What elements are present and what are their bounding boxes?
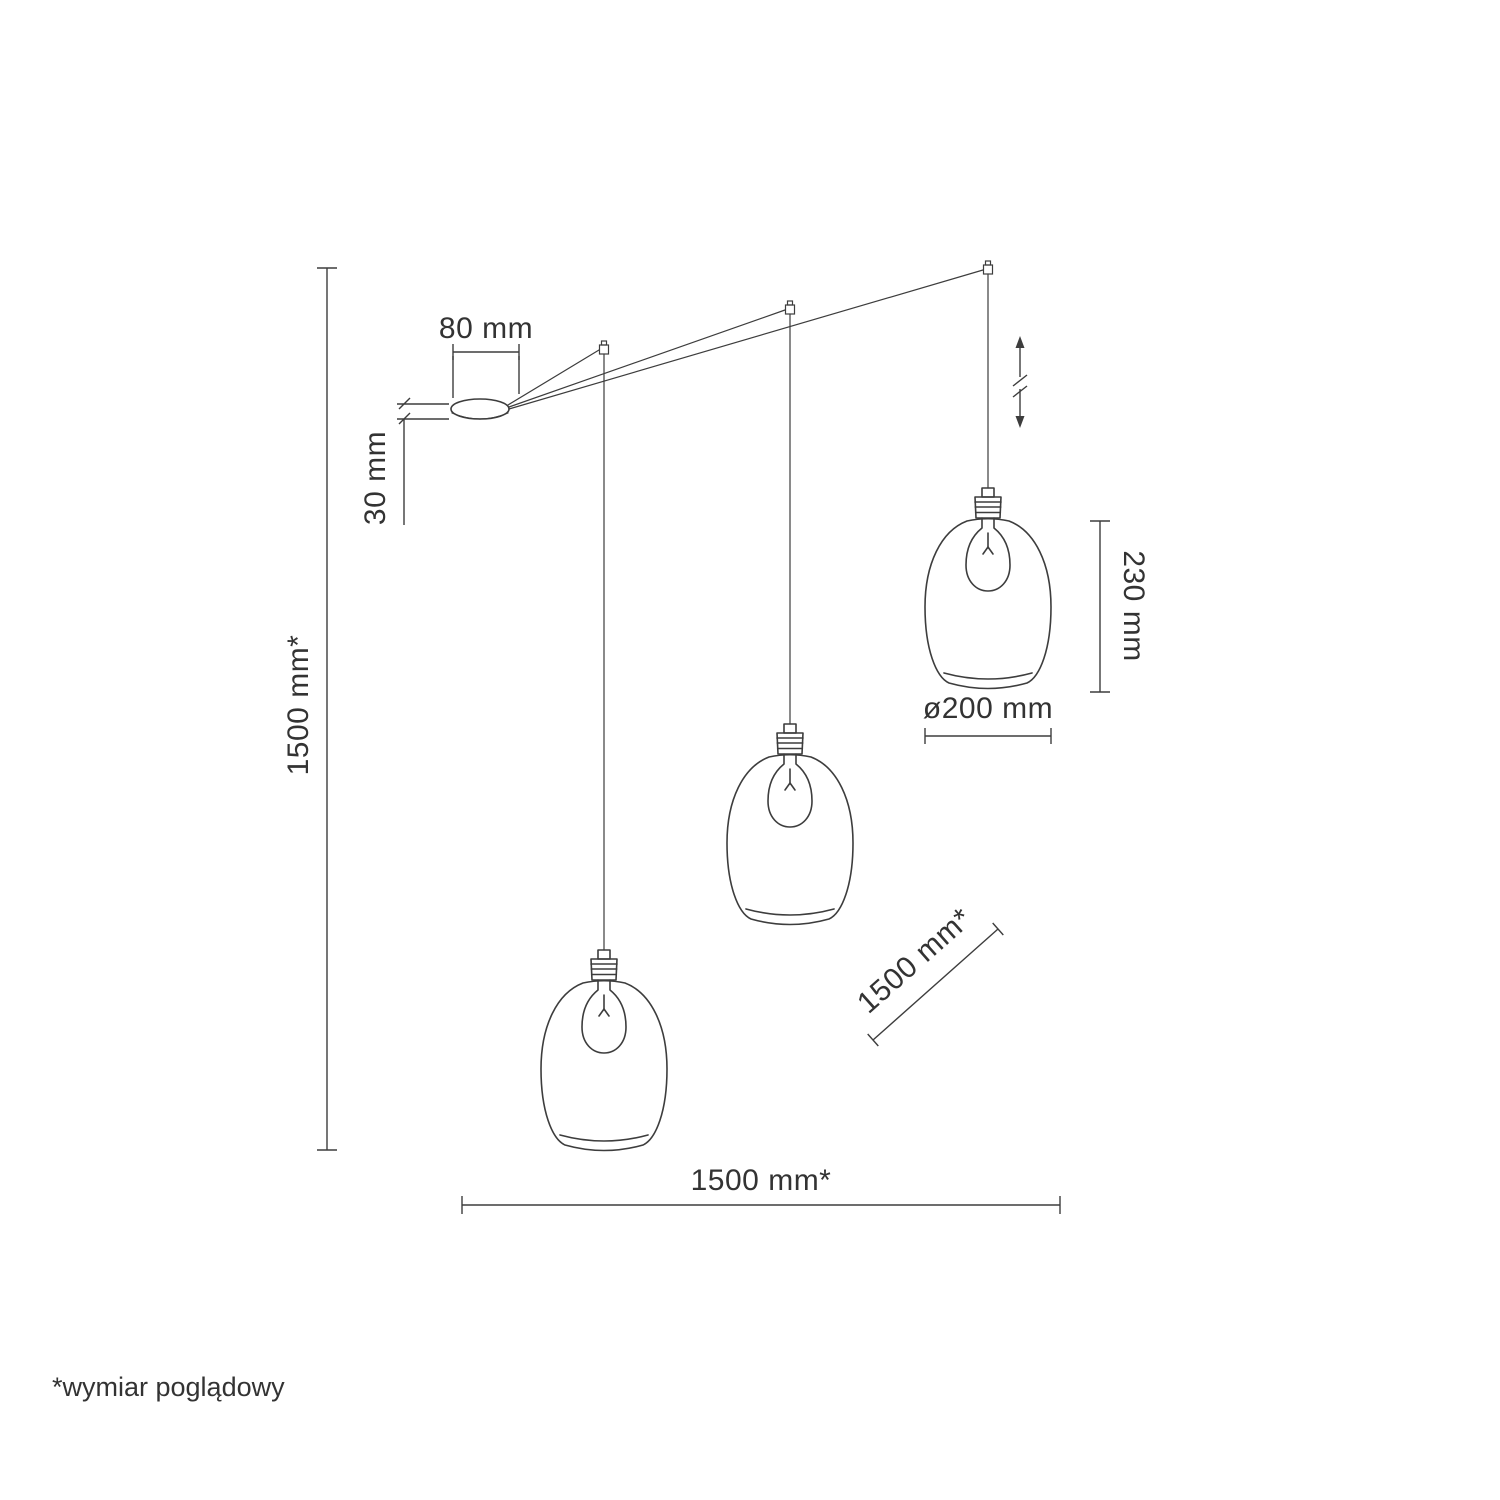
- arrow-up: [1015, 336, 1025, 348]
- dim-overall-height-label: 1500 mm*: [282, 635, 315, 776]
- dim-cable-length: 1500 mm*: [851, 902, 1004, 1047]
- dim-shade-diameter-label: ø200 mm: [923, 692, 1053, 725]
- feed-cables: [507, 269, 984, 410]
- arrow-down: [1015, 416, 1025, 428]
- height-adjust-arrow: [1012, 336, 1028, 428]
- dim-canopy-width-label: 80 mm: [439, 312, 533, 345]
- dim-overall-width: 1500 mm*: [461, 1164, 1061, 1214]
- pendant-lamp-middle: [726, 723, 854, 926]
- dim-canopy-height-label: 30 mm: [359, 431, 392, 525]
- footnote-dimension-note: *wymiar poglądowy: [52, 1372, 285, 1402]
- hook-middle: [784, 300, 796, 315]
- hook-left: [598, 340, 610, 355]
- pendant-lamp-right: [924, 487, 1052, 690]
- drop-cables: [603, 273, 989, 951]
- dim-canopy-width: 80 mm: [439, 312, 533, 398]
- fixture-drawing: [450, 260, 1052, 1152]
- ceiling-hooks: [598, 260, 994, 355]
- dim-overall-width-label: 1500 mm*: [691, 1164, 832, 1197]
- dim-shade-height-label: 230 mm: [1117, 550, 1150, 661]
- dim-shade-diameter: ø200 mm: [923, 692, 1053, 744]
- pendant-lamp-left: [540, 949, 668, 1152]
- hook-right: [982, 260, 994, 275]
- ceiling-canopy: [450, 398, 510, 420]
- dim-shade-height: 230 mm: [1090, 520, 1150, 693]
- dim-canopy-height: 30 mm: [359, 397, 449, 525]
- dim-overall-height: 1500 mm*: [282, 267, 337, 1151]
